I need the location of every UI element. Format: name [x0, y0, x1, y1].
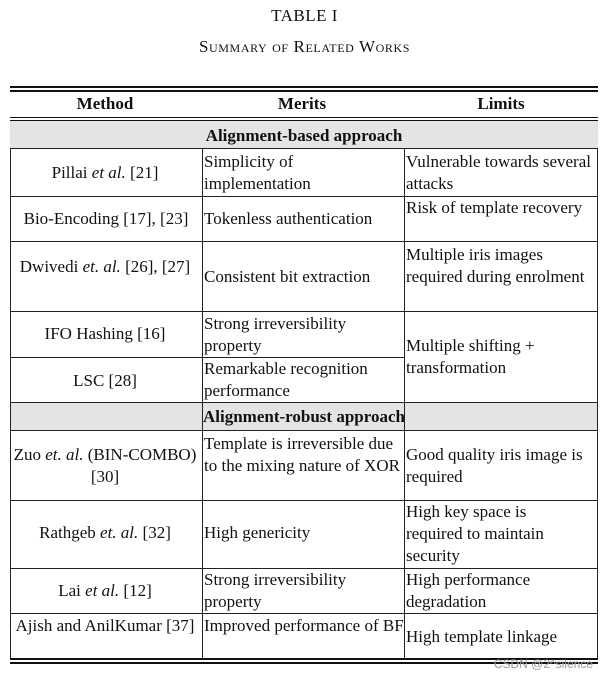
method-ajish: Ajish and AnilKumar [37] — [15, 616, 195, 635]
table-caption-label: TABLE I — [271, 6, 338, 25]
header-method: Method — [76, 94, 134, 113]
bottom-rule — [10, 658, 598, 660]
limits-zuo: Good quality iris image is required — [406, 445, 583, 486]
limits-bio-encoding: Risk of template recovery — [406, 198, 583, 217]
method-zuo: Zuo et. al. (BIN-COMBO) [30] — [13, 445, 197, 486]
limits-ifo-lsc: Multiple shifting + transformation — [406, 336, 535, 377]
section-alignment-robust: Alignment-robust approach — [203, 407, 405, 426]
merits-lai: Strong irreversibility property — [204, 570, 347, 611]
limits-pillai: Vulnerable towards several attacks — [406, 152, 591, 193]
merits-bio-encoding: Tokenless authentication — [204, 209, 373, 228]
method-bio-encoding: Bio-Encoding [17], [23] — [23, 209, 189, 228]
bottom-rule-2 — [10, 662, 598, 664]
method-lsc: LSC [28] — [73, 371, 137, 390]
section-band-alignment-based — [10, 121, 598, 148]
limits-ajish: High template linkage — [406, 627, 558, 646]
merits-ajish: Improved performance of BF — [204, 616, 404, 635]
method-ifo-hashing: IFO Hashing [16] — [44, 324, 166, 343]
table-caption-title: Summary of Related Works — [198, 37, 411, 56]
header-limits: Limits — [477, 94, 525, 113]
section-band-alignment-robust — [10, 403, 598, 430]
merits-rathgeb: High genericity — [204, 523, 311, 542]
method-dwivedi: Dwivedi et. al. [26], [27] — [19, 257, 191, 276]
method-pillai: Pillai et al. [21] — [51, 163, 159, 182]
limits-dwivedi: Multiple iris images required during enr… — [406, 245, 585, 286]
header-rule — [10, 117, 598, 118]
limits-lai: High performance degradation — [406, 570, 531, 611]
watermark-text: CSDN @2^silence — [493, 657, 593, 671]
merits-pillai: Simplicity of implementation — [204, 152, 311, 193]
section-alignment-based: Alignment-based approach — [205, 126, 403, 145]
method-lai: Lai et al. [12] — [58, 581, 152, 600]
merits-lsc: Remarkable recognition performance — [204, 359, 368, 400]
merits-zuo: Template is irreversible due to the mixi… — [204, 434, 400, 475]
header-rule-2 — [10, 120, 598, 121]
limits-rathgeb: High key space is required to maintain s… — [406, 502, 544, 565]
method-rathgeb: Rathgeb et. al. [32] — [39, 523, 171, 542]
merits-dwivedi: Consistent bit extraction — [204, 267, 371, 286]
merits-ifo-hashing: Strong irreversibility property — [204, 314, 347, 355]
header-merits: Merits — [277, 94, 327, 113]
top-rule-2 — [10, 90, 598, 92]
top-rule — [10, 86, 598, 88]
